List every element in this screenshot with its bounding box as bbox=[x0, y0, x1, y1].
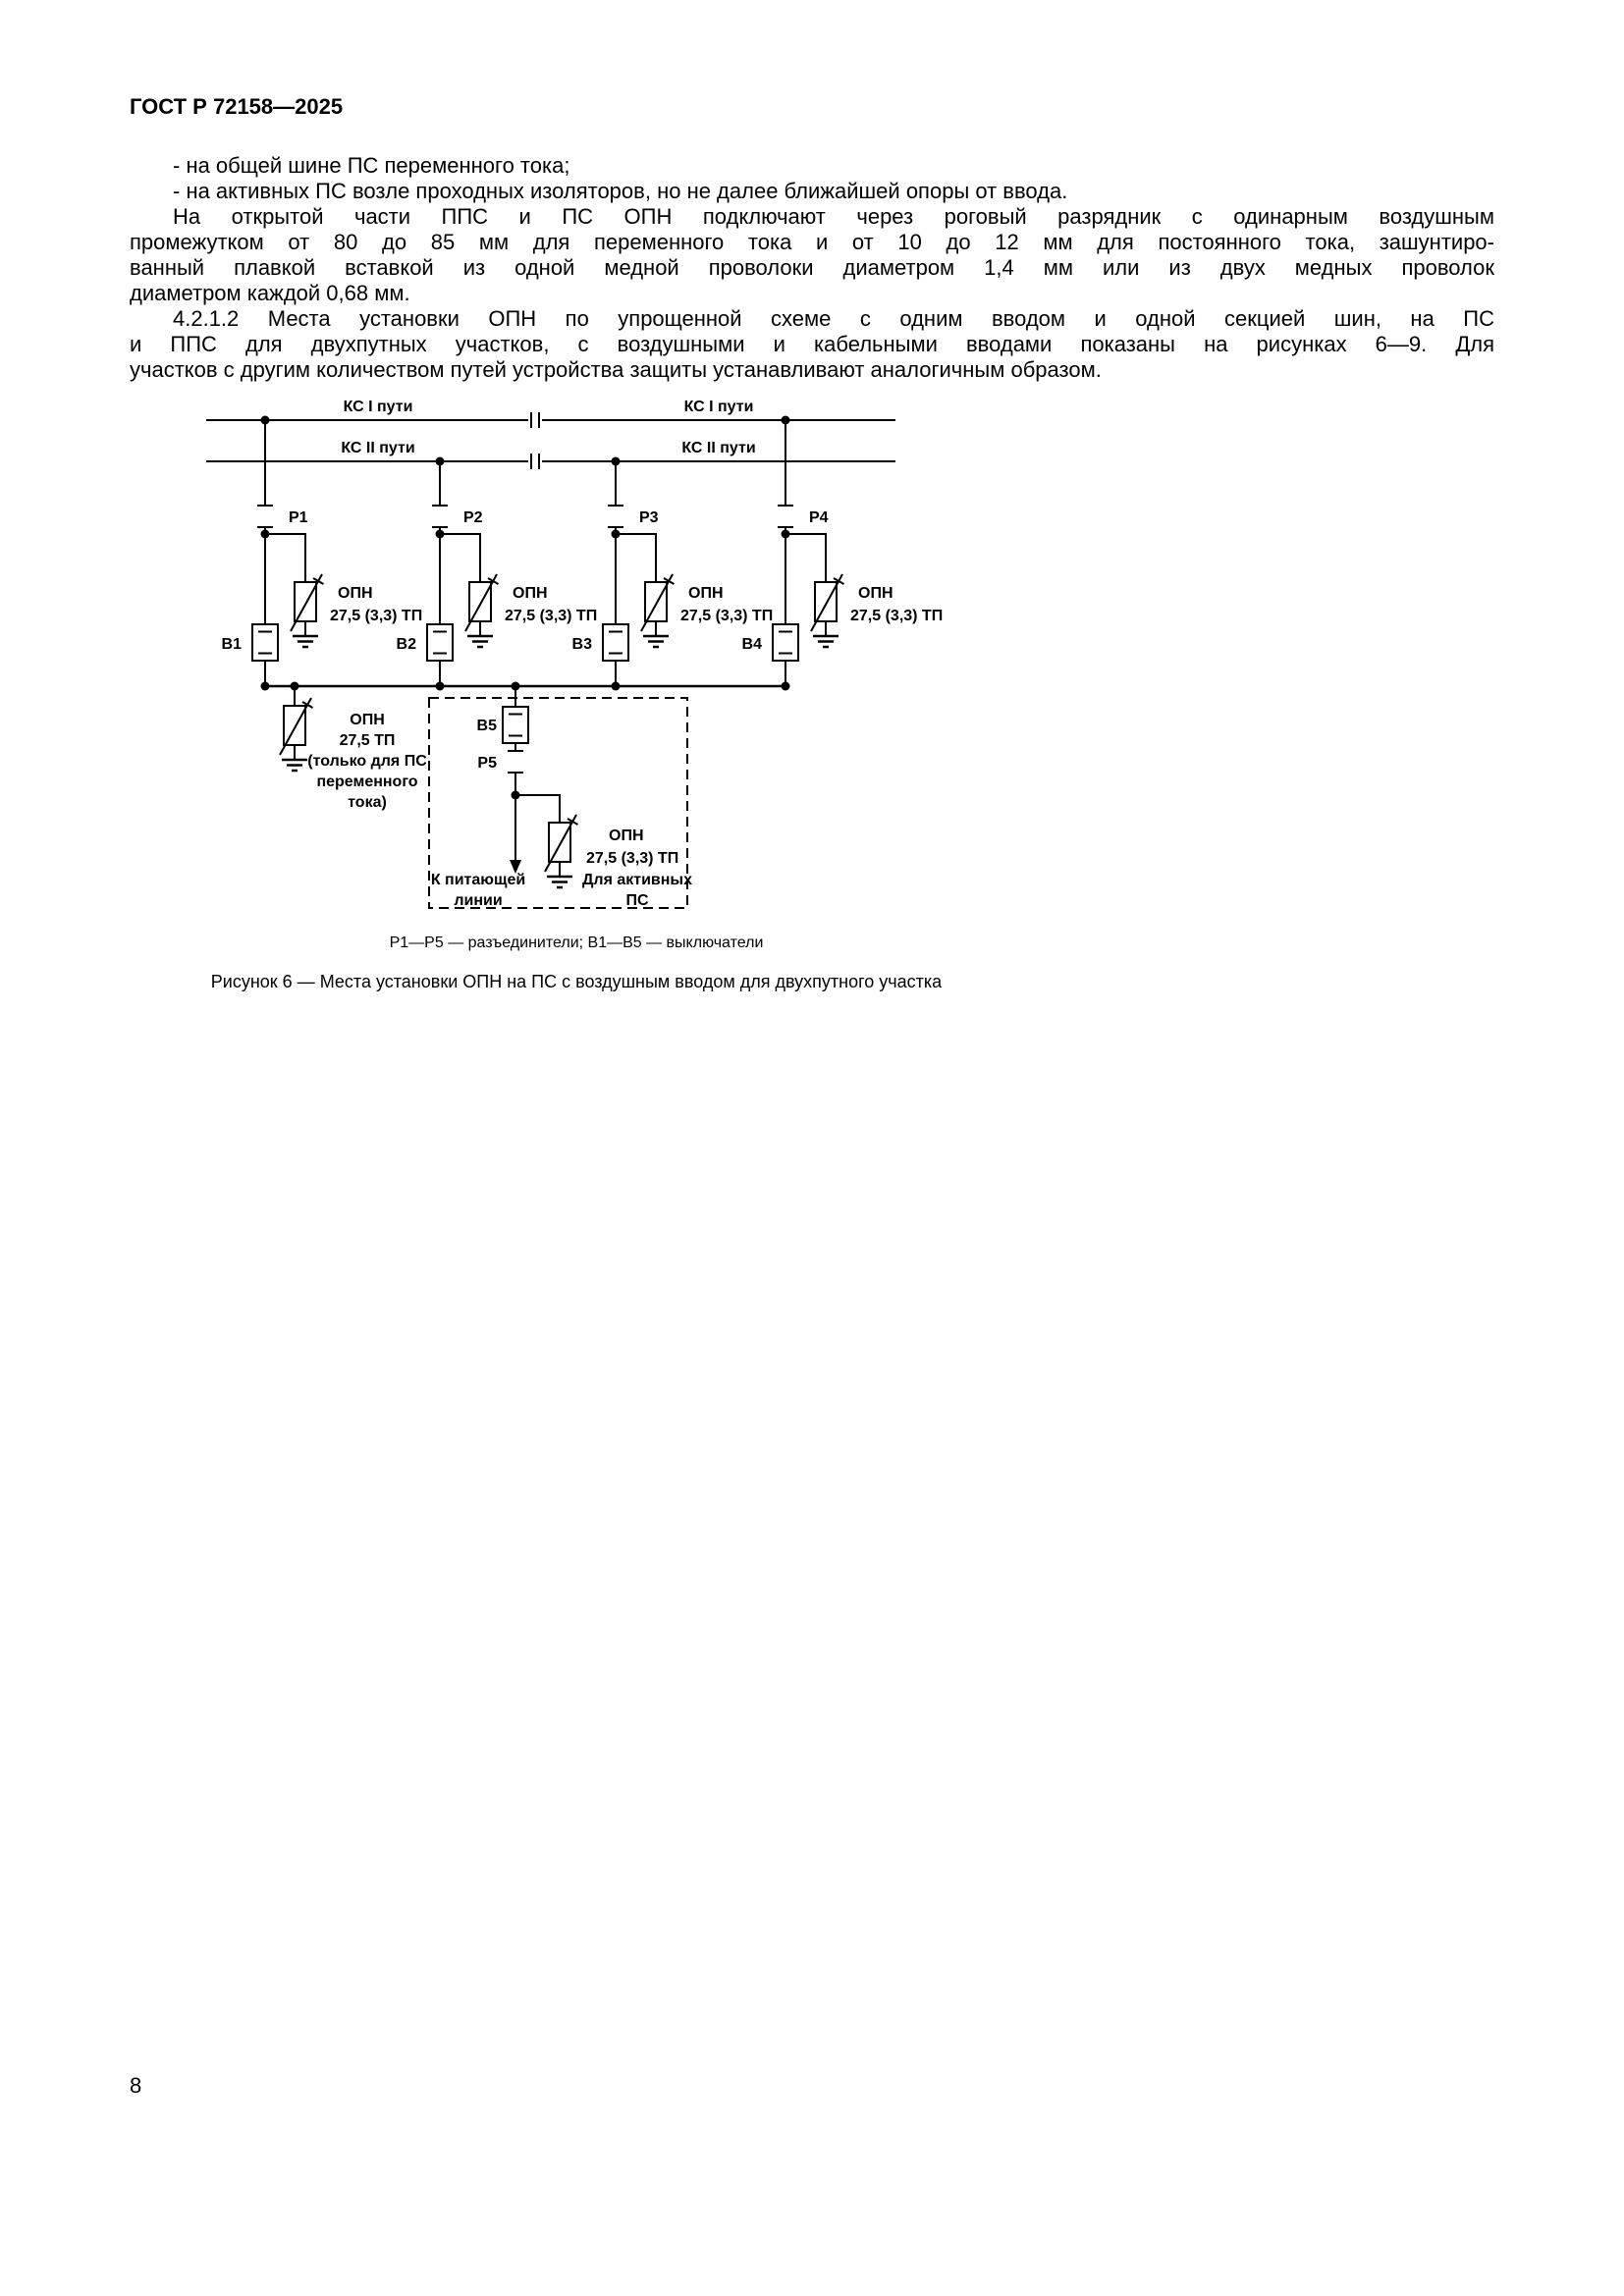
paragraph-1: На открытой части ППС и ПС ОПН подключаю… bbox=[130, 204, 1494, 306]
label-ks2-left: КС II пути bbox=[341, 440, 414, 456]
breaker-icon bbox=[602, 623, 629, 662]
disconnector-icon bbox=[607, 505, 624, 528]
doc-number: ГОСТ Р 72158—2025 bbox=[130, 94, 344, 119]
label-r4: Р4 bbox=[809, 509, 829, 526]
junction-dots bbox=[260, 415, 790, 800]
label-opn-value: 27,5 (3,3) ТП bbox=[586, 850, 678, 867]
paragraph-line: и ППС для двухпутных участков, с воздушн… bbox=[130, 332, 1494, 356]
feeder-branch-1: Р1 В1 ОПН 27,5 (3,3) ТП bbox=[222, 420, 422, 686]
label-r1: Р1 bbox=[289, 509, 308, 526]
label-b4: В4 bbox=[742, 636, 763, 653]
circuit-diagram: КС I пути КС I пути КС II пути КС II пут… bbox=[206, 399, 943, 909]
arrow-down-icon bbox=[510, 860, 521, 874]
bus-surge-arrester: ОПН 27,5 ТП (только для ПС переменного т… bbox=[278, 686, 427, 811]
breaker-icon bbox=[251, 623, 279, 662]
label-opn: ОПН bbox=[338, 585, 373, 602]
breaker-icon bbox=[502, 706, 529, 744]
label-opn-value: 27,5 (3,3) ТП bbox=[680, 608, 773, 624]
disconnector-icon bbox=[256, 505, 274, 528]
disconnector-icon bbox=[431, 505, 449, 528]
document-page: ГОСТ Р 72158—2025 - на общей шине ПС пер… bbox=[0, 0, 1624, 2098]
list-item-2: - на активных ПС возле проходных изолято… bbox=[173, 179, 1068, 203]
body-text: - на общей шине ПС переменного тока; - н… bbox=[130, 153, 1494, 383]
label-active-ps: ПС bbox=[625, 892, 649, 909]
figure-caption: Рисунок 6 — Места установки ОПН на ПС с … bbox=[210, 972, 943, 991]
paragraph-line: ванный плавкой вставкой из одной медной … bbox=[130, 255, 1494, 280]
surge-arrester-icon bbox=[289, 572, 325, 649]
contact-line-ks2: КС II пути КС II пути bbox=[206, 440, 895, 469]
label-note: тока) bbox=[348, 794, 387, 811]
feeder-branch-3: Р3 В3 ОПН 27,5 (3,3) ТП bbox=[572, 461, 773, 686]
figure-6: КС I пути КС I пути КС II пути КС II пут… bbox=[130, 391, 1023, 992]
surge-arrester-icon bbox=[809, 572, 845, 649]
label-note: (только для ПС bbox=[307, 753, 427, 770]
paragraph-line: промежутком от 80 до 85 мм для переменно… bbox=[130, 230, 1494, 254]
breaker-icon bbox=[426, 623, 454, 662]
label-feed-line: линии bbox=[454, 892, 502, 909]
label-opn: ОПН bbox=[858, 585, 893, 602]
label-r5: Р5 bbox=[477, 755, 497, 772]
label-ks1-left: КС I пути bbox=[344, 399, 413, 415]
label-b2: В2 bbox=[397, 636, 417, 653]
disconnector-icon bbox=[777, 505, 794, 528]
breaker-icon bbox=[772, 623, 799, 662]
label-r2: Р2 bbox=[463, 509, 483, 526]
paragraph-line: На открытой части ППС и ПС ОПН подключаю… bbox=[173, 204, 1494, 229]
label-ks2-right: КС II пути bbox=[681, 440, 755, 456]
label-opn: ОПН bbox=[513, 585, 548, 602]
label-opn-value: 27,5 (3,3) ТП bbox=[850, 608, 943, 624]
label-opn-value: 27,5 ТП bbox=[340, 732, 396, 749]
label-b1: В1 bbox=[222, 636, 243, 653]
page-number: 8 bbox=[130, 2073, 142, 2098]
list-item-1: - на общей шине ПС переменного тока; bbox=[173, 153, 570, 178]
paragraph-line: 4.2.1.2 Места установки ОПН по упрощенно… bbox=[173, 306, 1494, 331]
dashed-frame bbox=[428, 697, 688, 909]
label-opn-value: 27,5 (3,3) ТП bbox=[330, 608, 422, 624]
paragraph-2: 4.2.1.2 Места установки ОПН по упрощенно… bbox=[130, 306, 1494, 383]
active-ps-section: В5 Р5 ОПН 27,5 (3,3) ТП К питающей линии… bbox=[428, 686, 692, 909]
feeder-branch-2: Р2 В2 ОПН 27,5 (3,3) ТП bbox=[397, 461, 597, 686]
paragraph-line: участков с другим количеством путей устр… bbox=[130, 357, 1102, 382]
label-opn: ОПН bbox=[609, 828, 644, 844]
paragraph-line: диаметром каждой 0,68 мм. bbox=[130, 281, 410, 305]
label-active-ps: Для активных bbox=[582, 872, 692, 888]
label-ks1-right: КС I пути bbox=[684, 399, 754, 415]
label-opn: ОПН bbox=[350, 712, 385, 728]
label-opn-value: 27,5 (3,3) ТП bbox=[505, 608, 597, 624]
disconnector-icon bbox=[507, 750, 524, 774]
label-note: переменного bbox=[316, 774, 417, 790]
label-feed-line: К питающей bbox=[431, 872, 525, 888]
label-opn: ОПН bbox=[688, 585, 724, 602]
surge-arrester-icon bbox=[639, 572, 676, 649]
contact-line-ks1: КС I пути КС I пути bbox=[206, 399, 895, 428]
surge-arrester-icon bbox=[463, 572, 500, 649]
feeder-branch-4: Р4 В4 ОПН 27,5 (3,3) ТП bbox=[742, 420, 943, 686]
label-b3: В3 bbox=[572, 636, 593, 653]
figure-legend: Р1—Р5 — разъединители; В1—В5 — выключате… bbox=[389, 934, 764, 951]
label-b5: В5 bbox=[477, 718, 498, 734]
label-r3: Р3 bbox=[639, 509, 659, 526]
surge-arrester-icon bbox=[543, 813, 579, 889]
